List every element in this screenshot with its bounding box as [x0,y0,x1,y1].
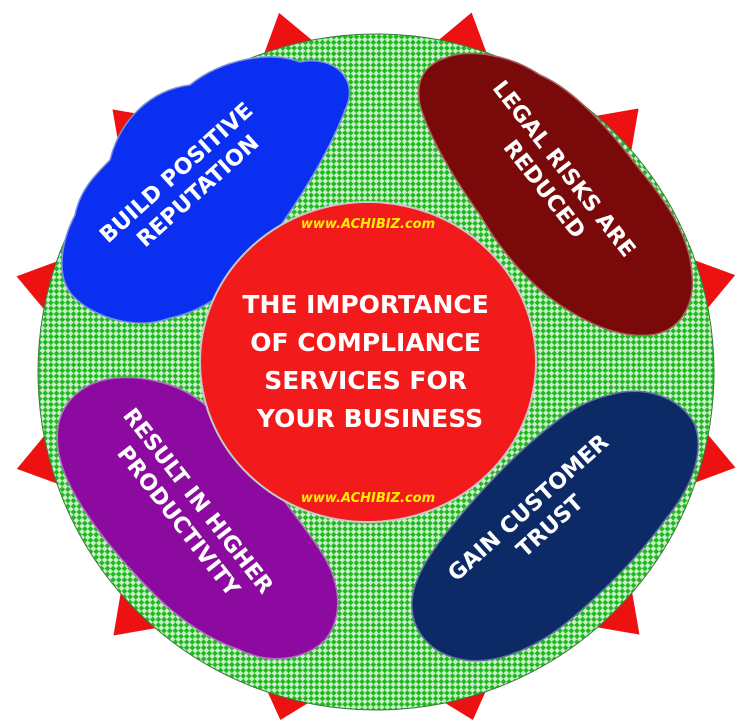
center-circle [199,201,537,523]
watermark-bottom: www.ACHIBIZ.com [301,491,435,506]
center-title-line: YOUR BUSINESS [256,404,483,433]
petal-reputation: BUILD POSITIVE REPUTATION [61,56,351,324]
petal-legal: LEGAL RISKS ARE REDUCED [418,52,694,337]
cloud-shape [411,390,699,662]
watermark-top: www.ACHIBIZ.com [301,217,435,232]
center-title: THE IMPORTANCE OF COMPLIANCE SERVICES FO… [242,290,497,433]
cloud-shape [418,52,694,337]
cloud-shape [56,376,339,660]
cloud-shape [61,56,351,324]
center-title-line: OF COMPLIANCE [250,328,481,357]
center-title-line: SERVICES FOR [264,366,467,395]
center-title-line: THE IMPORTANCE [242,290,488,319]
